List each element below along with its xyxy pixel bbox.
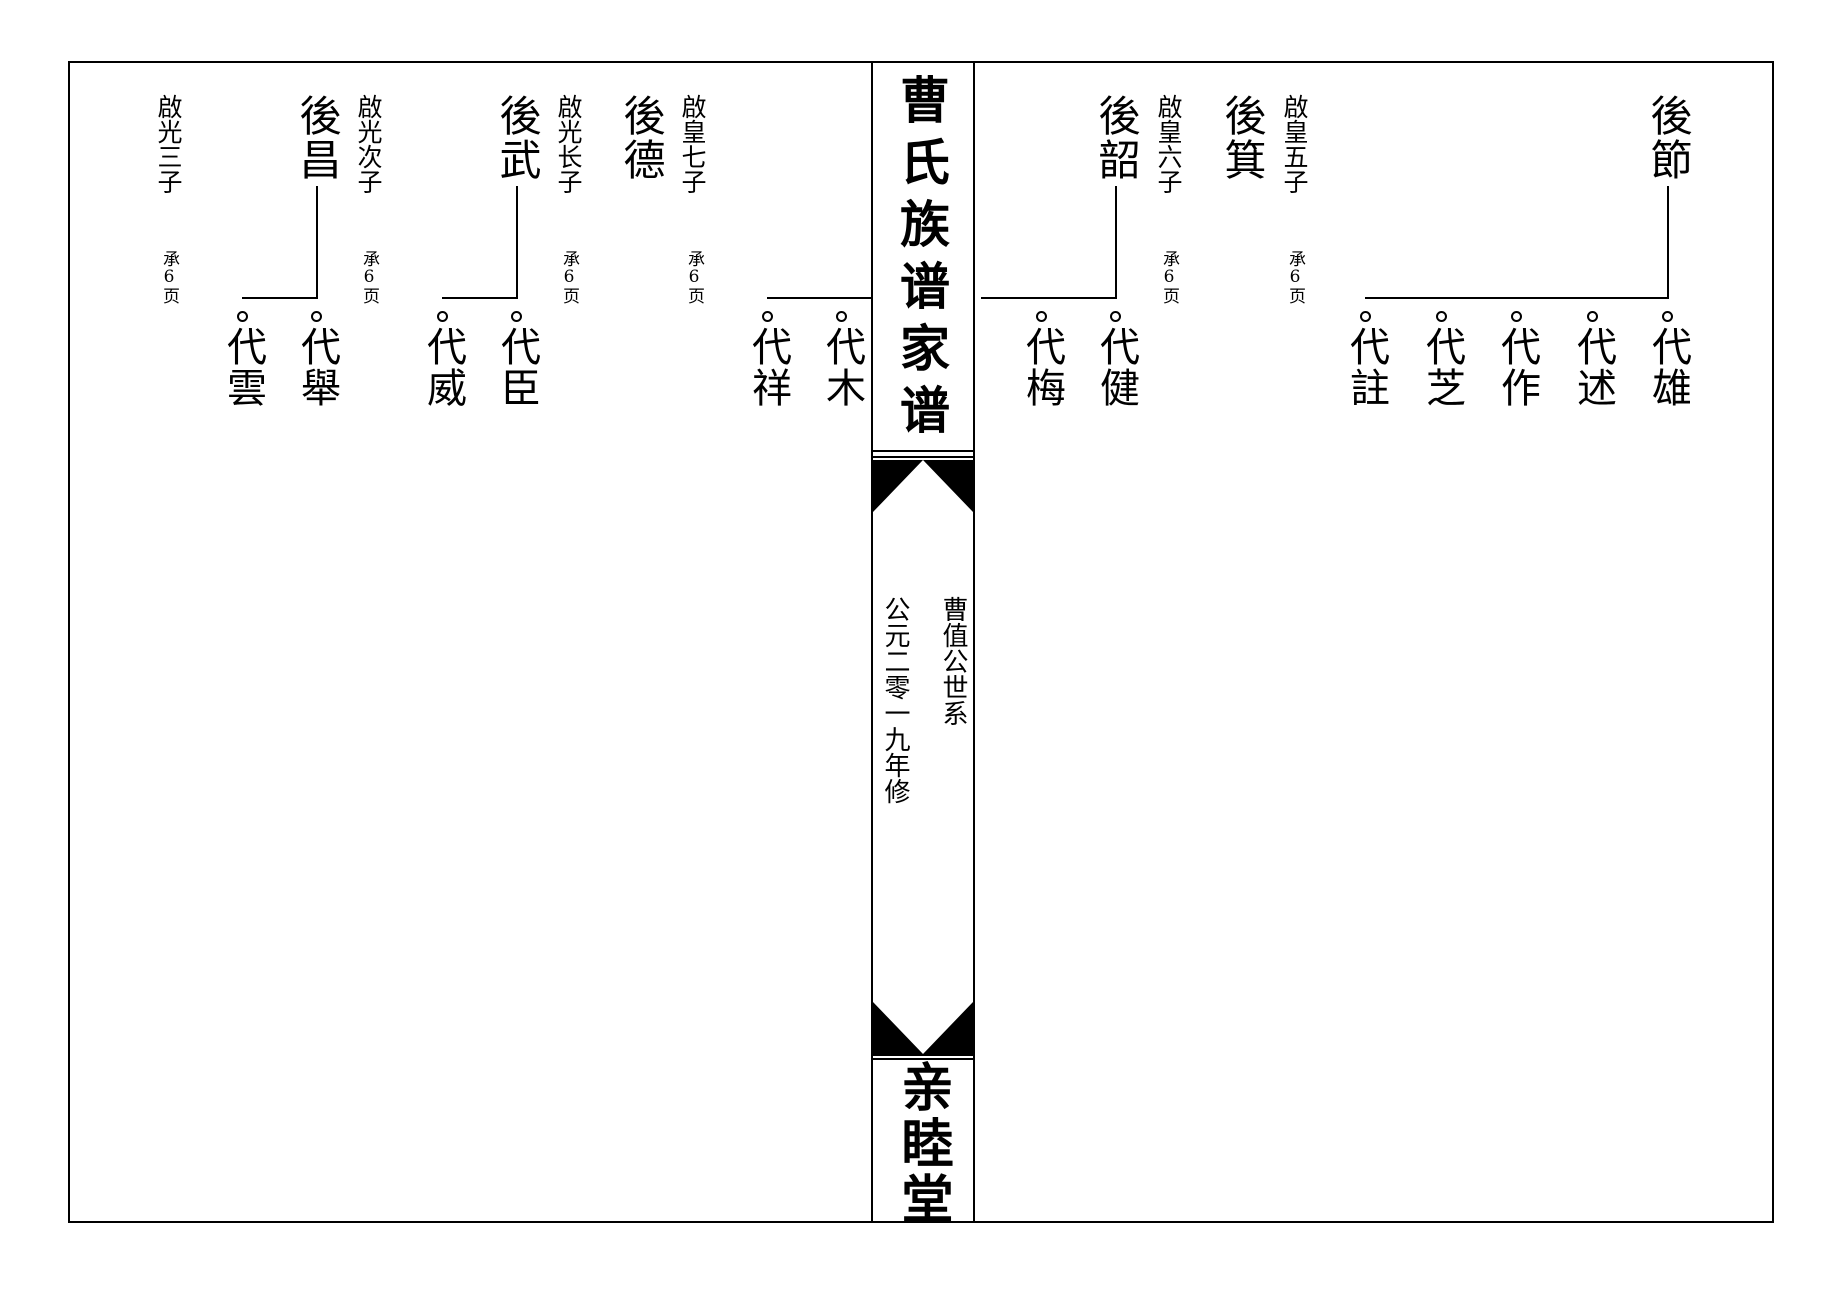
tree-connector — [767, 297, 871, 299]
child-name: 代作 — [1494, 326, 1540, 408]
continued-page-note: 承6页 — [159, 250, 179, 304]
tree-connector — [1115, 186, 1117, 298]
child-name: 代威 — [420, 326, 466, 408]
continued-page-note: 承6页 — [1159, 250, 1179, 304]
ancestor-name: 後德 — [617, 94, 666, 182]
continued-page-note: 承6页 — [684, 250, 704, 304]
child-marker — [1662, 311, 1673, 322]
hall-name: 亲睦堂 — [892, 1060, 953, 1228]
spine-divider — [873, 1054, 973, 1056]
tree-connector — [242, 297, 318, 299]
birth-order-label: 啟光长子 — [554, 94, 583, 194]
child-name: 代述 — [1570, 326, 1616, 408]
spine-divider — [873, 1058, 973, 1060]
child-marker — [311, 311, 322, 322]
child-marker — [1436, 311, 1447, 322]
spine-bottom-ornament — [873, 1002, 973, 1054]
ancestor-name: 後韶 — [1092, 94, 1141, 182]
birth-order-label: 啟皇七子 — [678, 94, 707, 194]
birth-order-label: 啟光三子 — [154, 94, 183, 194]
child-marker — [836, 311, 847, 322]
continued-page-note: 承6页 — [559, 250, 579, 304]
child-marker — [1360, 311, 1371, 322]
continued-page-note: 承6页 — [359, 250, 379, 304]
tree-connector — [1365, 297, 1669, 299]
child-marker — [1511, 311, 1522, 322]
tree-connector — [516, 186, 518, 298]
ancestor-name: 後武 — [493, 94, 542, 182]
tree-connector — [316, 186, 318, 298]
child-marker — [1110, 311, 1121, 322]
child-name: 代木 — [819, 326, 865, 408]
tree-connector — [1667, 186, 1669, 298]
child-name: 代梅 — [1019, 326, 1065, 408]
child-marker — [437, 311, 448, 322]
child-marker — [1036, 311, 1047, 322]
child-name: 代雲 — [220, 326, 266, 408]
child-marker — [237, 311, 248, 322]
tree-connector — [981, 297, 1117, 299]
birth-order-label: 啟皇五子 — [1280, 94, 1309, 194]
book-spine — [871, 61, 975, 1223]
child-marker — [1587, 311, 1598, 322]
ancestor-name: 後昌 — [293, 94, 342, 182]
continued-page-note: 承6页 — [1285, 250, 1305, 304]
child-name: 代芝 — [1419, 326, 1465, 408]
spine-divider — [873, 456, 973, 458]
child-marker — [511, 311, 522, 322]
lineage-label: 曹值公世系 — [938, 596, 968, 726]
child-name: 代舉 — [294, 326, 340, 408]
child-name: 代祥 — [745, 326, 791, 408]
ancestor-name: 後節 — [1644, 94, 1693, 182]
ancestor-name: 後箕 — [1218, 94, 1267, 182]
page-border — [68, 61, 1774, 1223]
child-name: 代臣 — [494, 326, 540, 408]
child-name: 代註 — [1343, 326, 1389, 408]
birth-order-label: 啟光次子 — [354, 94, 383, 194]
spine-top-ornament — [873, 460, 973, 512]
genealogy-title: 曹氏族谱家谱 — [892, 74, 951, 446]
child-name: 代雄 — [1645, 326, 1691, 408]
birth-order-label: 啟皇六子 — [1154, 94, 1183, 194]
revision-year: 公元二零一九年修 — [880, 596, 910, 804]
tree-connector — [442, 297, 518, 299]
spine-divider — [873, 450, 973, 452]
child-marker — [762, 311, 773, 322]
child-name: 代健 — [1093, 326, 1139, 408]
